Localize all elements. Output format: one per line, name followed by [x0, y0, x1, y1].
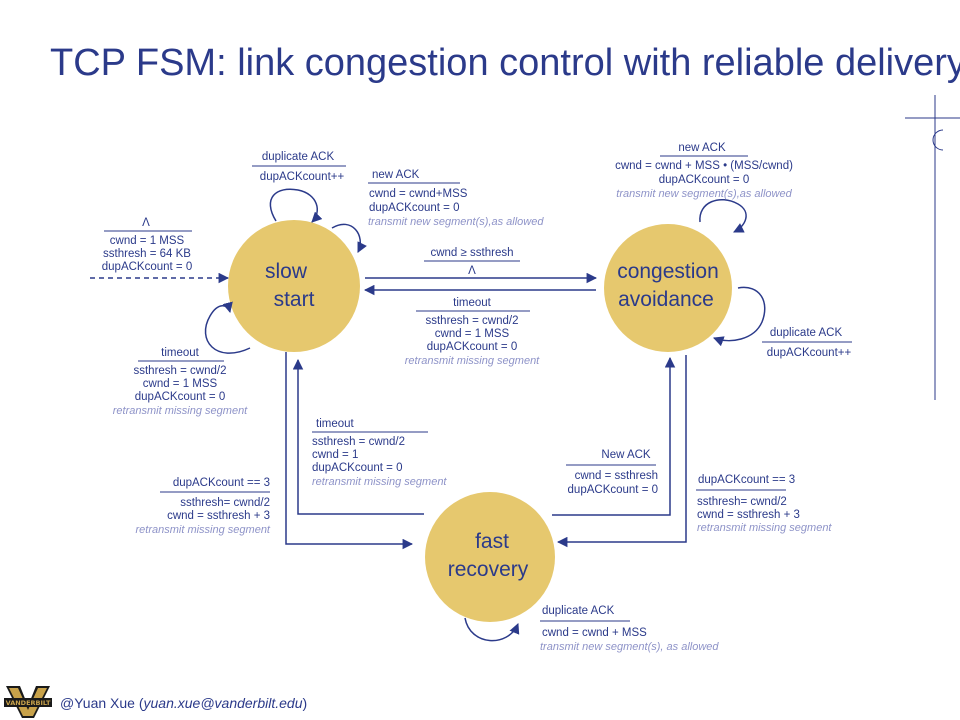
transition-action: cwnd = 1 MSS: [110, 235, 185, 247]
transition-action: dupACKcount = 0: [135, 391, 225, 403]
fr-to-ss-arrow: [292, 358, 424, 515]
label-ca-new-ack: new ACK cwnd = cwnd + MSS • (MSS/cwnd) d…: [615, 142, 793, 200]
transition-event: Λ: [142, 217, 150, 229]
ss-to-fr-arrow: [285, 352, 414, 550]
state-label: fast: [475, 530, 509, 553]
ss-dup-ack-loop-arrow: [269, 188, 323, 223]
footer-close: ): [302, 695, 308, 711]
footer-credit: @Yuan Xue (yuan.xue@vanderbilt.edu): [60, 695, 307, 711]
fr-to-ca-arrow: [552, 356, 676, 516]
label-fr-to-ca: New ACK cwnd = ssthresh dupACKcount = 0: [566, 449, 658, 496]
logo-text: VANDERBILT: [6, 699, 51, 707]
ss-new-ack-loop-arrow: [331, 223, 367, 253]
transition-action: ssthresh = cwnd/2: [425, 315, 518, 327]
ca-new-ack-loop-arrow: [699, 199, 747, 233]
state-label: slow: [265, 260, 308, 283]
label-ca-to-fr: dupACKcount == 3 ssthresh= cwnd/2 cwnd =…: [696, 474, 832, 534]
transition-note: transmit new segment(s),as allowed: [616, 188, 792, 200]
label-ss-new-ack: new ACK cwnd = cwnd+MSS dupACKcount = 0 …: [368, 169, 544, 228]
transition-action: dupACKcount = 0: [369, 202, 459, 214]
state-congestion-avoidance: congestion avoidance: [604, 224, 732, 352]
state-label: avoidance: [618, 288, 714, 311]
transition-event: duplicate ACK: [770, 327, 843, 339]
footer-author: @Yuan Xue (: [60, 695, 144, 711]
transition-action: cwnd = 1 MSS: [435, 328, 510, 340]
transition-event: New ACK: [601, 449, 651, 461]
transition-note: transmit new segment(s), as allowed: [540, 641, 719, 653]
transition-action: ssthresh = cwnd/2: [133, 365, 226, 377]
transition-action: cwnd = ssthresh: [575, 470, 658, 482]
transition-action: cwnd = cwnd + MSS: [542, 627, 647, 639]
label-ca-to-ss: timeout ssthresh = cwnd/2 cwnd = 1 MSS d…: [405, 297, 540, 367]
state-label: congestion: [617, 260, 719, 283]
transition-action: Λ: [468, 265, 476, 277]
footer-email-link[interactable]: yuan.xue@vanderbilt.edu: [143, 695, 303, 711]
transition-event: cwnd ≥ ssthresh: [430, 247, 513, 259]
transition-note: transmit new segment(s),as allowed: [368, 216, 544, 228]
transition-event: duplicate ACK: [262, 151, 335, 163]
transition-action: cwnd = ssthresh + 3: [697, 509, 800, 521]
label-ss-timeout: timeout ssthresh = cwnd/2 cwnd = 1 MSS d…: [113, 347, 248, 417]
transition-event: timeout: [161, 347, 200, 359]
transition-action: dupACKcount++: [260, 171, 345, 183]
transition-action: dupACKcount = 0: [427, 341, 517, 353]
transition-action: dupACKcount = 0: [568, 484, 658, 496]
ss-timeout-loop-arrow: [204, 301, 251, 354]
ca-dup-ack-loop-arrow: [713, 286, 766, 347]
transition-action: cwnd = cwnd + MSS • (MSS/cwnd): [615, 160, 793, 172]
label-ss-to-ca: cwnd ≥ ssthresh Λ: [424, 247, 520, 277]
state-label: start: [274, 288, 315, 311]
transition-action: cwnd = ssthresh + 3: [167, 510, 270, 522]
transition-action: dupACKcount = 0: [102, 261, 192, 273]
label-ss-dup-ack: duplicate ACK dupACKcount++: [252, 151, 346, 183]
label-init: Λ cwnd = 1 MSS ssthresh = 64 KB dupACKco…: [102, 217, 192, 273]
transition-action: dupACKcount = 0: [312, 462, 402, 474]
transition-action: ssthresh= cwnd/2: [180, 497, 270, 509]
transition-note: retransmit missing segment: [697, 522, 832, 534]
transition-note: retransmit missing segment: [113, 405, 248, 417]
transition-event: new ACK: [372, 169, 420, 181]
transition-note: retransmit missing segment: [312, 476, 447, 488]
transition-action: cwnd = 1 MSS: [143, 378, 218, 390]
transition-event: new ACK: [678, 142, 726, 154]
state-slow-start: slow start: [228, 220, 360, 352]
ca-to-fr-arrow: [556, 355, 687, 548]
transition-action: cwnd = 1: [312, 449, 358, 461]
transition-note: retransmit missing segment: [136, 524, 271, 536]
transition-event: dupACKcount == 3: [173, 477, 270, 489]
transition-event: timeout: [453, 297, 492, 309]
label-fr-to-ss: timeout ssthresh = cwnd/2 cwnd = 1 dupAC…: [312, 418, 447, 488]
transition-action: cwnd = cwnd+MSS: [369, 188, 468, 200]
state-label: recovery: [448, 558, 529, 581]
slide-corner-ornament: [932, 129, 944, 151]
transition-action: dupACKcount++: [767, 347, 852, 359]
vanderbilt-logo: VANDERBILT: [4, 686, 52, 718]
label-ss-to-fr: dupACKcount == 3 ssthresh= cwnd/2 cwnd =…: [136, 477, 271, 536]
label-ca-dup-ack: duplicate ACK dupACKcount++: [762, 327, 852, 359]
transition-event: dupACKcount == 3: [698, 474, 795, 486]
transition-action: ssthresh= cwnd/2: [697, 496, 787, 508]
label-fr-dup-ack: duplicate ACK cwnd = cwnd + MSS transmit…: [540, 605, 719, 653]
state-fast-recovery: fast recovery: [425, 492, 555, 622]
transition-note: retransmit missing segment: [405, 355, 540, 367]
transition-action: ssthresh = 64 KB: [103, 248, 191, 260]
transition-event: duplicate ACK: [542, 605, 615, 617]
transition-event: timeout: [316, 418, 355, 430]
transition-action: ssthresh = cwnd/2: [312, 436, 405, 448]
fr-dup-ack-loop-arrow: [464, 617, 520, 642]
transition-action: dupACKcount = 0: [659, 174, 749, 186]
slide-title: TCP FSM: link congestion control with re…: [50, 42, 960, 84]
